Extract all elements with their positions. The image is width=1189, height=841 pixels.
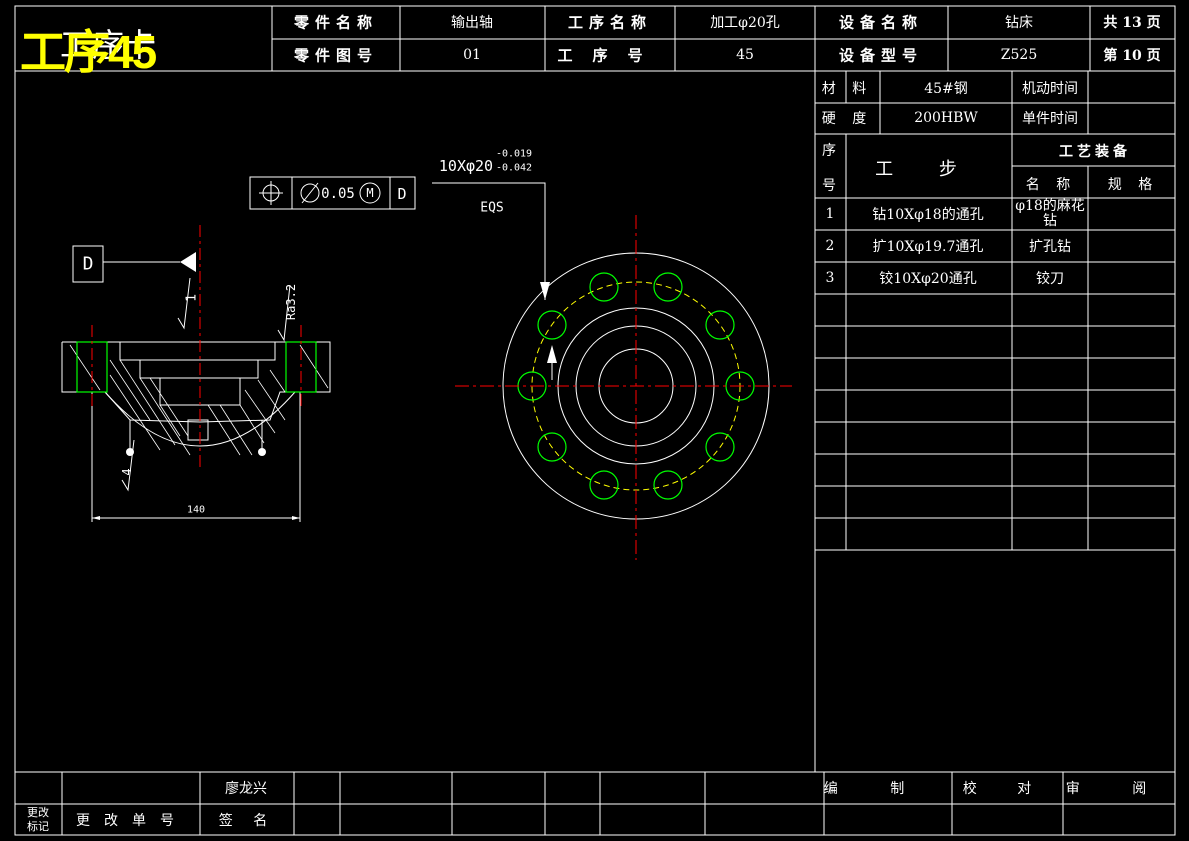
tolerance-frame — [249, 176, 416, 210]
step-tool: φ18的麻花钻 — [1015, 198, 1085, 229]
equipment-name: 钻床 — [1005, 15, 1033, 31]
total-pages: 共 13 页 — [1103, 15, 1161, 31]
hardness-label: 硬 度 — [821, 111, 873, 127]
equipment-label: 工艺装备 — [1059, 144, 1131, 160]
datum-ref: D — [397, 185, 407, 203]
process-no: 45 — [736, 47, 754, 63]
equipment-name-label: 设备名称 — [838, 13, 924, 32]
tool-spec-label: 规 格 — [1107, 177, 1159, 193]
check-label: 校 对 — [962, 781, 1050, 797]
title-overlay: 工序45 — [20, 26, 157, 78]
step-no: 2 — [825, 238, 835, 254]
review-label: 审 阅 — [1065, 781, 1171, 797]
step-desc: 铰10Xφ20通孔 — [879, 271, 977, 287]
compile-label: 编 制 — [823, 781, 929, 797]
roughness-side: 4 — [120, 468, 134, 476]
title-main: 工序卡 — [60, 26, 157, 64]
tolerance-upper: -0.019 — [495, 148, 533, 160]
change-mark-1: 更改 — [27, 806, 49, 819]
eqs-label: EQS — [480, 200, 504, 216]
dimension-140: 140 — [186, 504, 206, 516]
datum-label: D — [82, 253, 94, 275]
change-mark-2: 标记 — [27, 820, 49, 833]
tolerance-value: 0.05 — [321, 186, 355, 202]
part-name: 输出轴 — [451, 15, 493, 31]
sign-label: 签 名 — [218, 813, 276, 829]
equipment-model: Z525 — [1000, 47, 1038, 63]
unit-time-label: 单件时间 — [1022, 111, 1078, 127]
process-name-label: 工序名称 — [567, 13, 653, 32]
page-number: 第 10 页 — [1103, 48, 1161, 64]
step-label: 工 步 — [875, 159, 977, 180]
step-desc: 钻10Xφ18的通孔 — [872, 207, 984, 223]
part-name-label: 零件名称 — [293, 13, 379, 32]
change-no-label: 更改单号 — [76, 813, 188, 829]
roughness-top: 1 — [184, 294, 200, 302]
frame-lines — [14, 5, 1176, 836]
material-label: 材 料 — [821, 81, 873, 97]
roughness-ra: Ra3.2 — [284, 283, 298, 321]
hole-spec: 10Xφ20 — [438, 157, 494, 175]
step-no: 1 — [825, 206, 835, 222]
machine-time-label: 机动时间 — [1022, 81, 1078, 97]
tolerance-modifier: M — [366, 186, 374, 200]
equipment-model-label: 设备型号 — [838, 46, 924, 65]
tolerance-lower: -0.042 — [495, 162, 533, 174]
step-tool: 扩孔钻 — [1029, 239, 1071, 255]
tool-name-label: 名 称 — [1025, 177, 1077, 193]
material: 45#钢 — [924, 81, 968, 97]
part-drawing: 01 — [463, 47, 481, 63]
no-label-1: 序 — [822, 143, 836, 159]
process-name: 加工φ20孔 — [710, 15, 780, 31]
plan-view — [432, 182, 792, 560]
step-tool: 铰刀 — [1036, 271, 1064, 287]
part-drawing-label: 零件图号 — [293, 46, 379, 65]
section-view — [61, 225, 331, 522]
step-no: 3 — [825, 270, 835, 286]
author-name: 廖龙兴 — [225, 781, 267, 797]
no-label-2: 号 — [822, 178, 836, 194]
hardness: 200HBW — [914, 110, 978, 126]
process-no-label: 工序号 — [557, 46, 663, 65]
step-desc: 扩10Xφ19.7通孔 — [872, 239, 984, 255]
